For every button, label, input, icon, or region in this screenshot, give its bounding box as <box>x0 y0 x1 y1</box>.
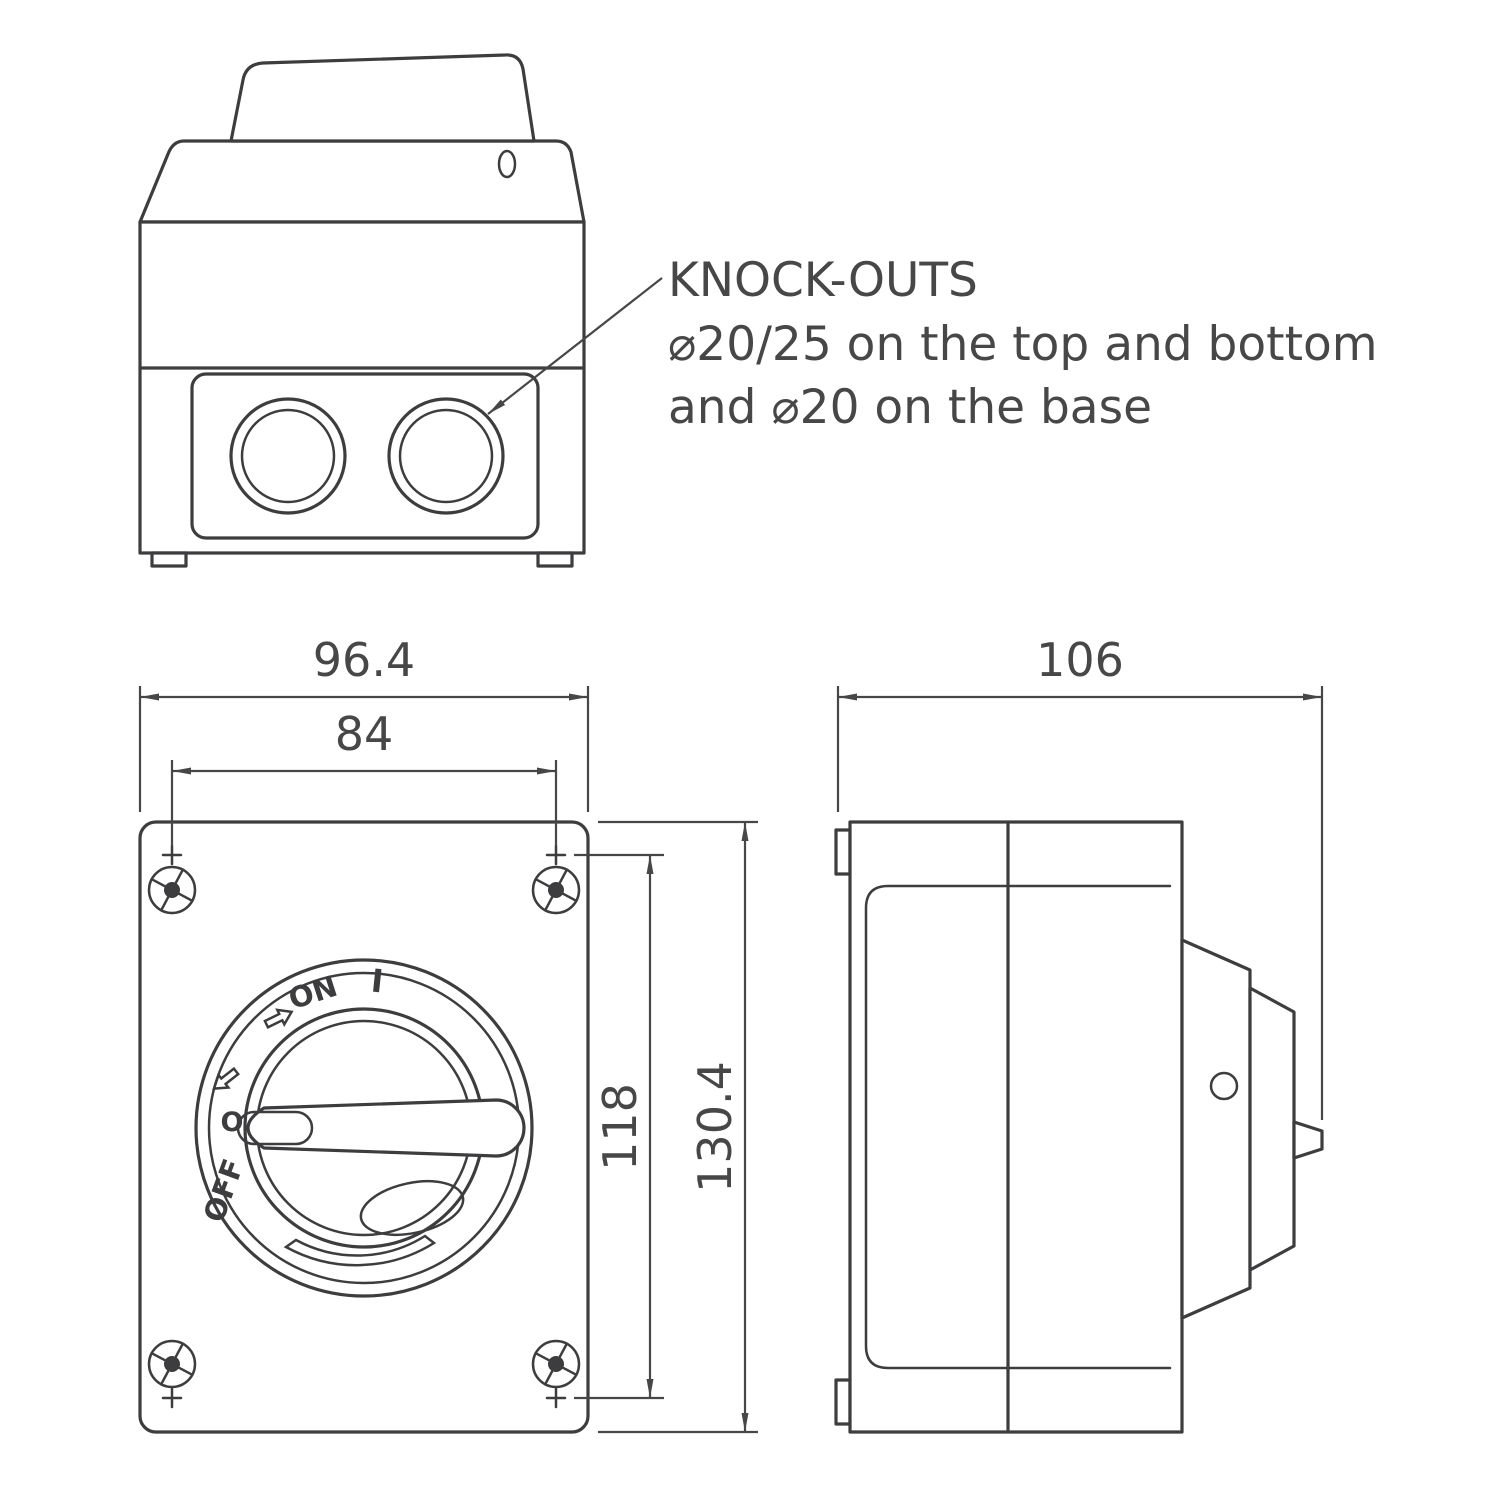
off-symbol: O <box>221 1107 244 1138</box>
on-symbol: I <box>369 962 385 1001</box>
knockout-left-inner <box>240 408 336 504</box>
side-view-bezel-profile <box>1180 938 1252 1320</box>
knockout-right-inner <box>398 408 494 504</box>
knockout-right-outer <box>387 397 505 515</box>
top-view-pilot-hole <box>497 149 517 179</box>
screw-center <box>164 882 180 898</box>
reference-cross-bottom-right <box>545 1387 567 1409</box>
knockout-left-outer <box>229 397 347 515</box>
dimension-mounting-height: 118 <box>574 853 664 1400</box>
dimension-overall-height: 130.4 <box>598 820 758 1434</box>
dimension-value-mounting-height: 118 <box>593 1083 647 1171</box>
dimension-value-overall-width: 96.4 <box>313 633 415 687</box>
annotation-title: KNOCK-OUTS <box>668 253 978 308</box>
dimension-overall-width: 96.4 <box>138 633 590 812</box>
reference-cross-top-left <box>161 844 183 866</box>
screw-center <box>164 1356 180 1372</box>
annotation-line1: ⌀20/25 on the top and bottom <box>668 317 1378 372</box>
top-view-shoulder <box>138 139 586 224</box>
switch-handle-slot <box>236 1110 314 1146</box>
reference-cross-bottom-left <box>161 1387 183 1409</box>
screw-center <box>548 882 564 898</box>
screw-head <box>147 1339 197 1389</box>
side-view <box>834 820 1324 1434</box>
rotation-arrow-on-icon <box>263 1008 294 1029</box>
side-view-handle-profile <box>1248 986 1296 1272</box>
front-view: ON I O OFF <box>138 820 590 1434</box>
rotation-arrow-off-icon <box>212 1066 240 1091</box>
top-view-foot-left <box>150 551 188 568</box>
top-view <box>138 53 586 568</box>
dimension-depth: 106 <box>836 633 1324 1120</box>
switch-handle <box>246 1098 526 1158</box>
dimension-value-mounting-width: 84 <box>335 707 394 761</box>
side-view-inner-outline <box>864 884 1172 1370</box>
dimension-value-depth: 106 <box>1036 633 1124 687</box>
side-view-enclosure <box>848 820 1184 1434</box>
side-view-mounting-clip-top <box>834 828 852 876</box>
top-view-terminal-panel <box>190 372 540 540</box>
dimension-mounting-width: 84 <box>170 707 558 846</box>
dimension-value-overall-height: 130.4 <box>688 1061 742 1193</box>
reference-cross-top-right <box>545 844 567 866</box>
dimensions: 96.4 84 106 118 130.4 <box>138 633 1324 1434</box>
corner-screw-bottom-left <box>147 1339 197 1389</box>
corner-screw-top-left <box>147 865 197 915</box>
rotary-switch: ON I O OFF <box>194 958 534 1298</box>
annotation-line2: and ⌀20 on the base <box>668 380 1152 435</box>
top-view-foot-right <box>536 551 574 568</box>
leader-line <box>487 277 663 415</box>
screw-head <box>531 1339 581 1389</box>
top-view-body <box>138 220 586 555</box>
screw-center <box>548 1356 564 1372</box>
side-view-pilot-hole <box>1209 1071 1239 1101</box>
switch-thumb-recess <box>283 1234 437 1267</box>
side-view-mounting-clip-bottom <box>834 1378 852 1426</box>
corner-screw-bottom-right <box>531 1339 581 1389</box>
knockouts-annotation: KNOCK-OUTS ⌀20/25 on the top and bottom … <box>487 253 1378 435</box>
top-view-handle-knob <box>229 53 536 143</box>
corner-screw-top-right <box>531 865 581 915</box>
switch-shaft <box>1292 1120 1324 1160</box>
switch-disc-detail-oval <box>359 1180 465 1236</box>
screw-head <box>147 865 197 915</box>
screw-head <box>531 865 581 915</box>
